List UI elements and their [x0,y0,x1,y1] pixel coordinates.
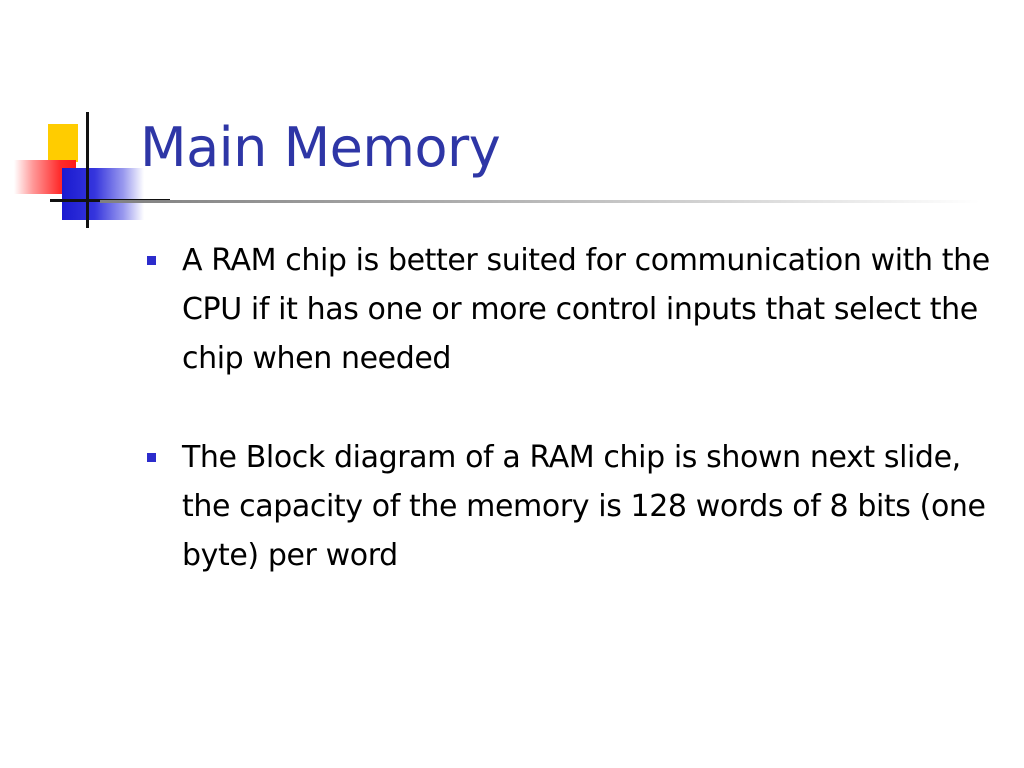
vertical-line [86,112,89,228]
bullet-item: The Block diagram of a RAM chip is shown… [140,433,1000,580]
yellow-square [48,124,78,162]
square-bullet-icon [147,453,156,462]
bullet-list: A RAM chip is better suited for communic… [140,236,1000,580]
title-underline [100,200,980,203]
bullet-item: A RAM chip is better suited for communic… [140,236,1000,383]
square-bullet-icon [147,256,156,265]
bullet-text: The Block diagram of a RAM chip is shown… [182,440,986,573]
bullet-text: A RAM chip is better suited for communic… [182,243,990,376]
decorative-logo [0,0,170,240]
blue-square [62,168,144,220]
slide-title: Main Memory [140,116,501,179]
